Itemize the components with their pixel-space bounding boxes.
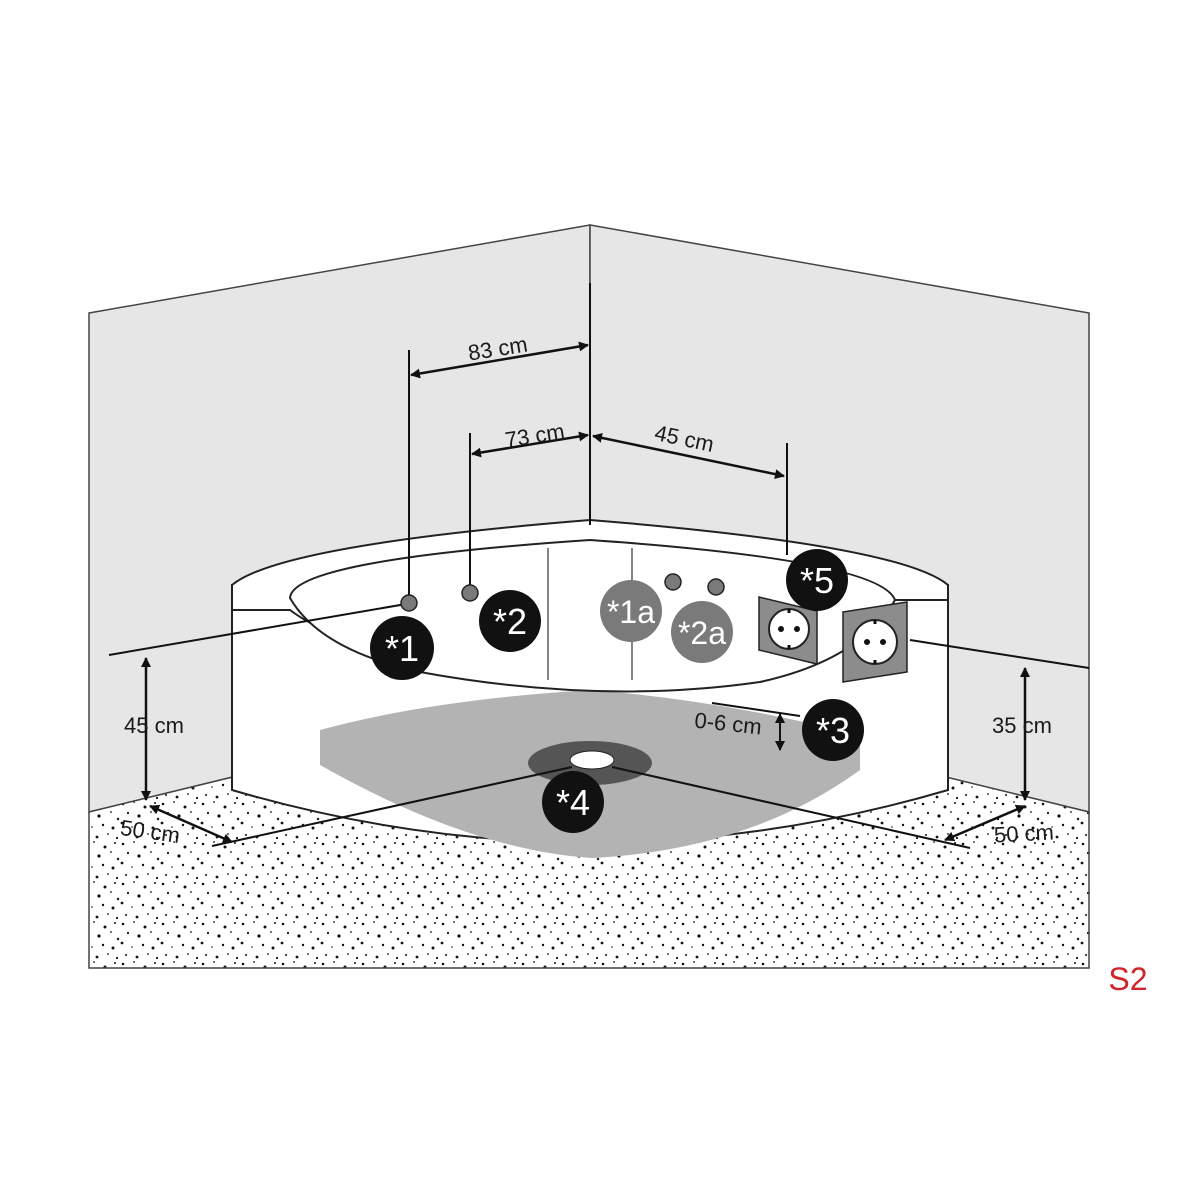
marker-5-label: *5 xyxy=(800,560,834,601)
drain-hole xyxy=(569,750,615,770)
water-connection-2-dot xyxy=(461,584,479,602)
0-6cm-ref-line xyxy=(711,702,801,717)
marker-5: *5 xyxy=(786,549,848,611)
marker-2a: *2a xyxy=(671,601,733,663)
marker-2: *2 xyxy=(479,590,541,652)
marker-3-label: *3 xyxy=(816,710,850,751)
45cm-top-arrow xyxy=(592,432,785,480)
marker-4: *4 xyxy=(542,771,604,833)
marker-3: *3 xyxy=(802,699,864,761)
alt-connection-2a-dot xyxy=(707,578,725,596)
water-connection-1-dot xyxy=(400,594,418,612)
50cm-left-arrow xyxy=(149,804,233,844)
73cm-arrow xyxy=(471,431,589,458)
power-outlet-right xyxy=(842,601,908,683)
marker-2-label: *2 xyxy=(493,601,527,642)
label-45cm-left: 45 cm xyxy=(124,713,184,738)
right-wall-35cm-line xyxy=(909,639,1090,669)
50cm-right-arrow xyxy=(944,804,1026,842)
alt-connection-1a-dot xyxy=(664,573,682,591)
figure-code: S2 xyxy=(1108,961,1147,997)
83cm-arrow xyxy=(410,341,589,379)
marker-1a: *1a xyxy=(600,580,662,642)
marker-4-label: *4 xyxy=(556,782,590,823)
left-wall-45cm-line xyxy=(108,602,413,656)
marker-1-label: *1 xyxy=(385,628,419,669)
marker-1: *1 xyxy=(370,616,434,680)
floor-right-50cm-line xyxy=(611,766,971,849)
marker-2a-label: *2a xyxy=(678,615,726,651)
power-outlet-left xyxy=(758,596,818,665)
floor-left-50cm-line xyxy=(211,766,573,847)
marker-1a-label: *1a xyxy=(607,594,655,630)
label-35cm: 35 cm xyxy=(992,713,1052,738)
label-50cm-right: 50 cm xyxy=(993,819,1054,847)
